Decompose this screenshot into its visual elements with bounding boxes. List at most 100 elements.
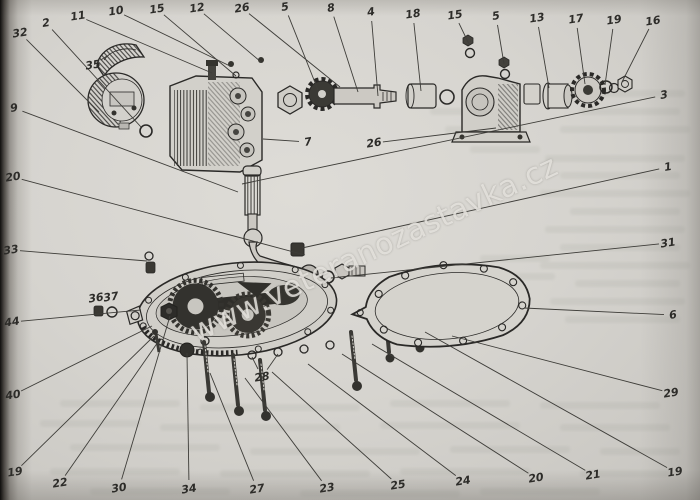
- bleedthrough-text-ghost: [540, 262, 690, 269]
- leader-line: [382, 127, 497, 143]
- bleedthrough-text-ghost: [545, 226, 685, 233]
- callout-label: 1: [663, 160, 673, 174]
- bleedthrough-text-ghost: [575, 280, 680, 287]
- callout-17: 17: [567, 11, 586, 85]
- callout-18: 18: [404, 6, 422, 92]
- bleedthrough-text-ghost: [580, 108, 680, 115]
- callout-30: 30: [110, 315, 171, 496]
- bleedthrough-text-ghost: [300, 490, 460, 497]
- callout-label: 25: [389, 477, 406, 492]
- bolt: [258, 358, 271, 421]
- washer: [232, 71, 240, 79]
- leader-line: [64, 341, 159, 476]
- washer: [273, 347, 283, 357]
- o-ring: [439, 89, 455, 105]
- callout-label: 2: [41, 16, 51, 30]
- callout-36: 36: [87, 290, 105, 308]
- leader-line: [371, 343, 586, 471]
- leader-line: [244, 377, 322, 482]
- bleedthrough-text-ghost: [400, 468, 530, 475]
- callout-label: 11: [69, 8, 86, 23]
- callout-15: 15: [148, 1, 237, 77]
- callout-31: 31: [330, 235, 677, 279]
- small-plug: [145, 261, 156, 274]
- leader-line: [538, 26, 550, 89]
- leader-line: [523, 307, 665, 316]
- leader-line: [497, 24, 505, 65]
- leader-line: [26, 39, 100, 113]
- housing-bracket: [451, 75, 531, 143]
- washer: [608, 82, 620, 94]
- bleedthrough-text-ghost: [565, 90, 685, 97]
- leader-line: [621, 28, 650, 83]
- callout-44: 44: [2, 309, 142, 330]
- bleedthrough-text-ghost: [560, 126, 690, 133]
- leader-line: [163, 14, 237, 77]
- callout-20: 20: [341, 353, 545, 486]
- callout-32: 32: [11, 25, 100, 113]
- leader-line: [19, 250, 148, 262]
- callout-label: 8: [326, 1, 336, 15]
- o-ring: [144, 251, 154, 261]
- leader-line: [22, 110, 239, 193]
- callout-21: 21: [371, 343, 602, 483]
- bleedthrough-text-ghost: [495, 273, 555, 280]
- callout-19: 19: [424, 331, 684, 480]
- bleedthrough-text-ghost: [200, 404, 360, 411]
- leader-line: [424, 331, 668, 468]
- callout-11: 11: [69, 8, 213, 74]
- callout-label: 9: [9, 101, 19, 115]
- callout-label: 4: [365, 5, 376, 19]
- leader-line: [266, 353, 279, 370]
- callout-label: 29: [662, 385, 679, 400]
- callout-label: 6: [668, 308, 678, 322]
- gasket: [350, 261, 531, 348]
- bleedthrough-text-ghost: [50, 468, 180, 475]
- callout-label: 20: [527, 470, 544, 485]
- bushing: [405, 83, 455, 109]
- callout-5: 5: [491, 9, 505, 65]
- callout-label: 37: [102, 289, 119, 304]
- callout-label: 15: [446, 7, 463, 22]
- bleedthrough-text-ghost: [540, 402, 660, 409]
- leader-line: [186, 352, 190, 481]
- leader-line: [21, 178, 306, 256]
- leader-line: [604, 28, 614, 86]
- callout-label: 22: [51, 475, 68, 490]
- callout-label: 23: [318, 480, 335, 495]
- leader-line: [241, 96, 656, 185]
- bleedthrough-text-ghost: [60, 400, 180, 407]
- o-ring: [139, 124, 153, 138]
- leader-line: [100, 55, 108, 61]
- leader-line: [371, 20, 379, 97]
- callout-4: 4: [365, 5, 379, 97]
- callout-29: 29: [451, 335, 680, 401]
- bleedthrough-text-ghost: [90, 488, 230, 495]
- bleedthrough-text-ghost: [390, 400, 510, 407]
- callout-2: 2: [41, 16, 142, 128]
- bleedthrough-text-ghost: [480, 488, 600, 495]
- bolt: [349, 330, 362, 391]
- leader-line: [20, 309, 142, 322]
- callout-label: 26: [233, 0, 250, 15]
- leader-line: [307, 363, 457, 476]
- callout-label: 15: [148, 1, 165, 16]
- leader-line: [287, 15, 319, 91]
- callout-label: 19: [605, 12, 622, 27]
- leader-line: [209, 372, 255, 481]
- washer: [299, 344, 309, 354]
- leader-line: [123, 14, 231, 67]
- callout-10: 10: [107, 3, 231, 67]
- bleedthrough-text-ghost: [560, 172, 680, 179]
- callout-27: 27: [209, 372, 266, 497]
- bleedthrough-text-ghost: [40, 420, 140, 427]
- drive-gear-shaft: [305, 77, 397, 111]
- leader-line: [86, 19, 213, 74]
- callout-23: 23: [244, 377, 336, 496]
- callout-label: 40: [3, 387, 21, 402]
- nut: [617, 75, 633, 93]
- callout-34: 34: [180, 352, 198, 497]
- callout-label: 3: [659, 88, 669, 102]
- leader-line: [413, 22, 422, 92]
